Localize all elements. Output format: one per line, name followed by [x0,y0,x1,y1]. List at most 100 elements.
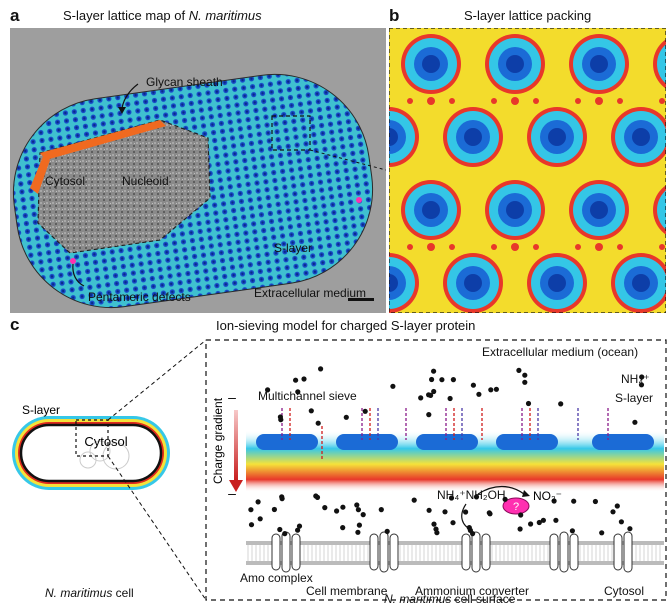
amo-helix [471,531,481,573]
label-amo-complex: Amo complex [240,571,313,585]
ammonium-dot [470,382,476,388]
ammonium-dot [536,519,542,526]
ammonium-dot [265,387,271,393]
glycan-edge [40,120,166,160]
ammonium-dot [614,503,620,509]
amo-helix [613,533,623,571]
ammonium-dot [340,525,346,531]
ammonium-dot [295,389,301,395]
ammonium-dot [295,527,301,533]
ammonium-dot [277,526,283,533]
charge-gradient-arrowhead [229,480,243,492]
zoom-line-bottom [107,455,207,601]
surface-box [205,339,667,601]
ammonium-dot [293,377,299,383]
ammonium-dot [525,400,532,407]
ammonium-converter-blob [502,497,530,515]
ammonium-dot [476,391,482,397]
ammonium-dot [450,377,456,383]
ammonium-dot [639,374,645,380]
slayer-unit-4 [496,434,558,450]
ammonium-dot [502,496,508,502]
amo-helix [623,531,633,573]
cell-slayer-label: S-layer [22,403,60,417]
ammonium-dot [638,382,645,388]
reaction-arrow [477,485,525,495]
ammonium-dot [390,383,396,389]
ammonium-dot [450,520,456,526]
panel-b-lattice-packing [389,28,666,313]
ion-arrows [281,408,609,460]
amo-helix [559,531,569,573]
slayer-unit-2 [336,434,398,450]
ammonium-dot [343,414,349,420]
reaction-no2: NO₂⁻ [533,489,562,503]
ammonium-dot [618,519,625,525]
label-reaction: NH₄⁺NH₂OH [437,488,506,502]
ammonium-dot [473,494,480,500]
ammonium-dot [522,379,528,385]
glycan-edge-left [30,154,50,194]
ammonium-dot [354,502,360,508]
ammonium-dot [470,531,476,537]
nucleoid-circle-1 [89,440,111,462]
ammonium-dot [255,499,261,505]
label-extracellular-medium-a: Extracellular medium [254,286,367,300]
panel-b-letter: b [389,6,400,25]
pentameric-defect-2 [356,197,362,203]
zoom-box-c [75,419,109,457]
defect-arrow [72,263,85,287]
charge-minus-bottom: – [228,485,236,501]
ammonium-dot [610,509,616,515]
label-cell-membrane: Cell membrane [306,584,388,598]
ammonium-dot [384,528,390,534]
panel-a-title-species: N. maritimus [188,8,262,23]
amo-helix [281,531,291,573]
caption-cell-rest: cell [112,586,134,600]
ammonium-dot [540,517,547,523]
panel-b-title: S-layer lattice packing [464,8,592,23]
label-ammonium-converter: Ammonium converter [415,584,530,598]
amo-helix [549,533,559,571]
ammonium-dot [257,516,263,522]
zoom-connector [309,149,386,171]
ammonium-dot [463,509,469,515]
ammonium-dot [431,368,437,374]
amo-helix [481,533,491,571]
membrane-bottom [246,561,664,565]
ammonium-dot [334,508,340,514]
slayer-unit-1 [256,434,318,450]
ammonium-dot [599,530,605,536]
ammonium-dot [378,507,384,513]
caption-cell: N. maritimus cell [45,586,134,600]
slayer-unit-3 [416,434,478,450]
reaction-nh2oh: NH₂OH [465,488,506,502]
ammonium-dot [431,388,437,395]
ammonium-dot [282,531,288,537]
ammonium-dot [522,372,528,378]
lipid-tails [247,545,661,561]
caption-cell-surface: N. maritimus cell surface [384,592,515,606]
slayer-units [256,434,654,450]
ammonium-dot [493,386,499,392]
ammonium-dot [518,512,524,518]
ammonium-dot [627,526,633,532]
ammonium-dot [362,408,368,414]
ammonium-dot [569,528,576,534]
ammonium-dot [418,395,424,401]
pentameric-defect-1 [70,258,76,264]
ammonium-dot [431,521,437,527]
panel-c-letter: c [10,315,20,334]
cytosol-region [37,119,211,254]
ammonium-dot [296,523,303,529]
charge-gradient-label: Charge gradient [211,397,225,484]
ammonium-dot [516,367,522,373]
ammonium-dot [434,530,440,536]
nucleoid-circle-3 [79,451,97,469]
scale-bar [348,298,374,301]
ammonium-dot [318,366,324,372]
ammonium-dot [528,521,534,527]
ammonium-particles [248,366,645,537]
ammonium-dot [442,509,448,515]
caption-surface-rest: cell surface [451,592,516,606]
